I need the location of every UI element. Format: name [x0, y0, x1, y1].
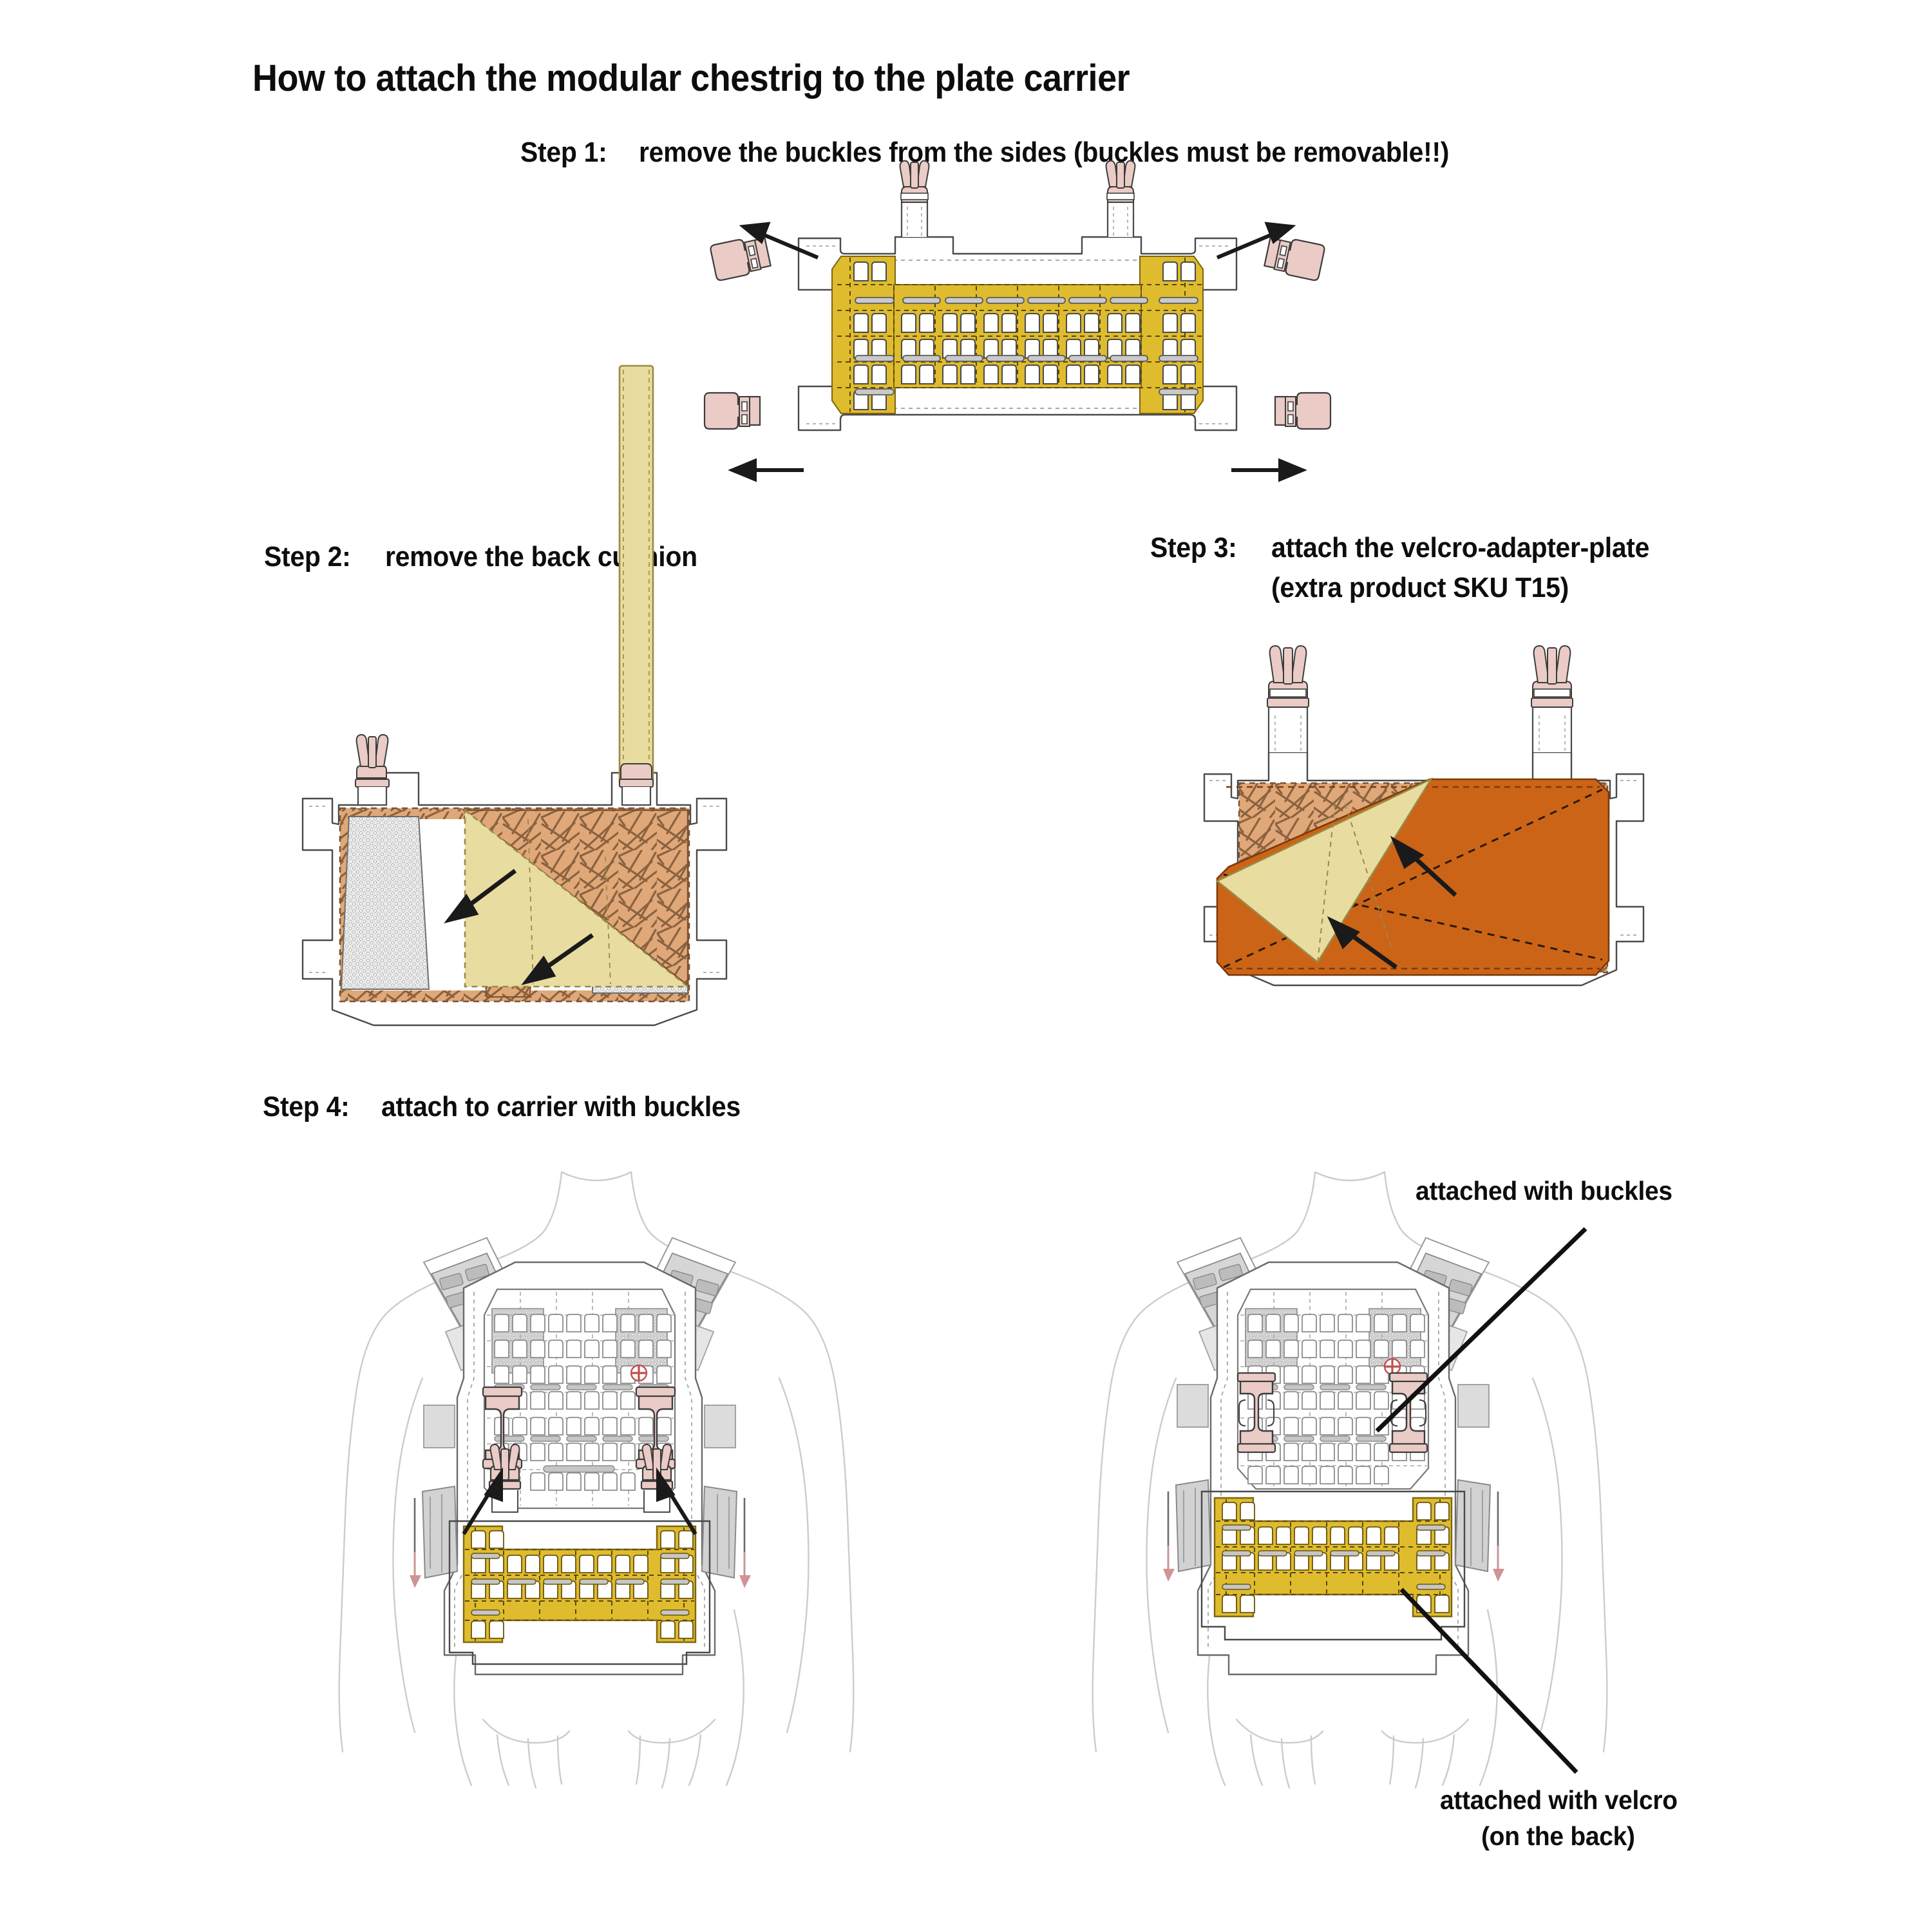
step-4-figure-left: [270, 1166, 889, 1810]
chestrig-yellow-panel: [462, 1525, 697, 1643]
buckle-male-right-step3: [1531, 645, 1573, 708]
shoulder-strap-left-step3: [1267, 706, 1309, 752]
arrow-fold-1: [1390, 835, 1457, 897]
buckle-male-top-left: [899, 160, 930, 203]
molle-stitch-grid: [837, 258, 1203, 412]
shoulder-straps: [900, 201, 1135, 237]
callout-velcro-label-line1: attached with velcro: [1440, 1785, 1678, 1815]
retaining-strap: [618, 365, 654, 786]
step-1-figure: [703, 160, 1332, 522]
cummerbund-right: [704, 1405, 736, 1448]
chestrig-yellow-panel-r: [1213, 1497, 1453, 1618]
step-3-figure: [1198, 645, 1700, 1018]
page-title: How to attach the modular chestrig to th…: [252, 57, 1130, 99]
arrow-cushion-2: [521, 933, 594, 985]
pale-yellow-flap: [1215, 777, 1434, 963]
step-3-text-line2: (extra product SKU T15): [1271, 572, 1569, 603]
callout-buckles-label: attached with buckles: [1416, 1176, 1672, 1206]
buckle-male-top-right: [1105, 160, 1136, 203]
step-1-arrows: [728, 222, 1307, 482]
molle-webbing-strips: [855, 297, 1198, 395]
callout-velcro-label-line2: (on the back): [1481, 1821, 1635, 1851]
arrow-connect-left: [462, 1467, 503, 1535]
buckle-male-left-step3: [1267, 645, 1309, 708]
connected-buckle-left: [1236, 1372, 1276, 1454]
brand-logo-icon-right: [1383, 1358, 1401, 1376]
front-plate-molle: [483, 1288, 676, 1510]
cummerbund-left-r: [1177, 1384, 1209, 1428]
cummerbund-lower-left-r: [1163, 1479, 1212, 1582]
step-4-figure-right: [1024, 1166, 1642, 1810]
cummerbund-lower-right: [701, 1485, 751, 1588]
arrow-fold-2: [1327, 916, 1398, 969]
step-1-text: remove the buckles from the sides (buckl…: [639, 137, 1450, 168]
step-2-figure: [270, 365, 773, 1030]
detached-buckle-bottom-right: [1274, 392, 1332, 430]
step-3-arrows: [1327, 835, 1457, 969]
detached-buckle-top-right: [1264, 237, 1325, 281]
arrow-top-left: [739, 222, 819, 260]
molle-cutouts: [853, 261, 1196, 410]
buckle-left-step2: [355, 734, 390, 806]
step-2-arrows: [444, 869, 594, 985]
chestrig-outline: [448, 1520, 711, 1665]
step-4-label: Step 4:: [263, 1091, 350, 1122]
arrow-bottom-right: [1231, 458, 1307, 482]
arrow-bottom-left: [728, 458, 804, 482]
step-4-left-arrows: [462, 1467, 697, 1535]
back-cushion-pale: [464, 808, 690, 988]
cummerbund-lower-right-r: [1454, 1479, 1504, 1582]
torso-body: [338, 1171, 855, 1789]
step-2-label: Step 2:: [264, 541, 351, 573]
cummerbund-left: [423, 1405, 455, 1448]
brand-logo-icon: [630, 1364, 648, 1382]
detached-buckle-top-left: [710, 237, 772, 281]
step-2-text: remove the back cushion: [385, 541, 697, 573]
chestrig-buckle-left: [488, 1443, 522, 1513]
arrow-cushion-1: [444, 869, 517, 923]
arrow-top-right: [1216, 222, 1296, 260]
step-3-text: attach the velcro-adapter-plate: [1271, 532, 1650, 564]
detached-buckle-bottom-left: [703, 392, 761, 430]
buckle-right-step2: [619, 763, 654, 806]
step-4-text: attach to carrier with buckles: [381, 1091, 741, 1122]
shoulder-strap-right-step3: [1531, 706, 1573, 752]
mesh-pad-left: [340, 816, 430, 990]
cummerbund-right-r: [1457, 1384, 1490, 1428]
chestrig-buckle-right: [640, 1443, 674, 1513]
arrow-connect-right: [656, 1467, 697, 1535]
step-1-label: Step 1:: [520, 137, 607, 168]
step-3-label: Step 3:: [1150, 532, 1237, 564]
cummerbund-lower-left: [410, 1485, 459, 1588]
